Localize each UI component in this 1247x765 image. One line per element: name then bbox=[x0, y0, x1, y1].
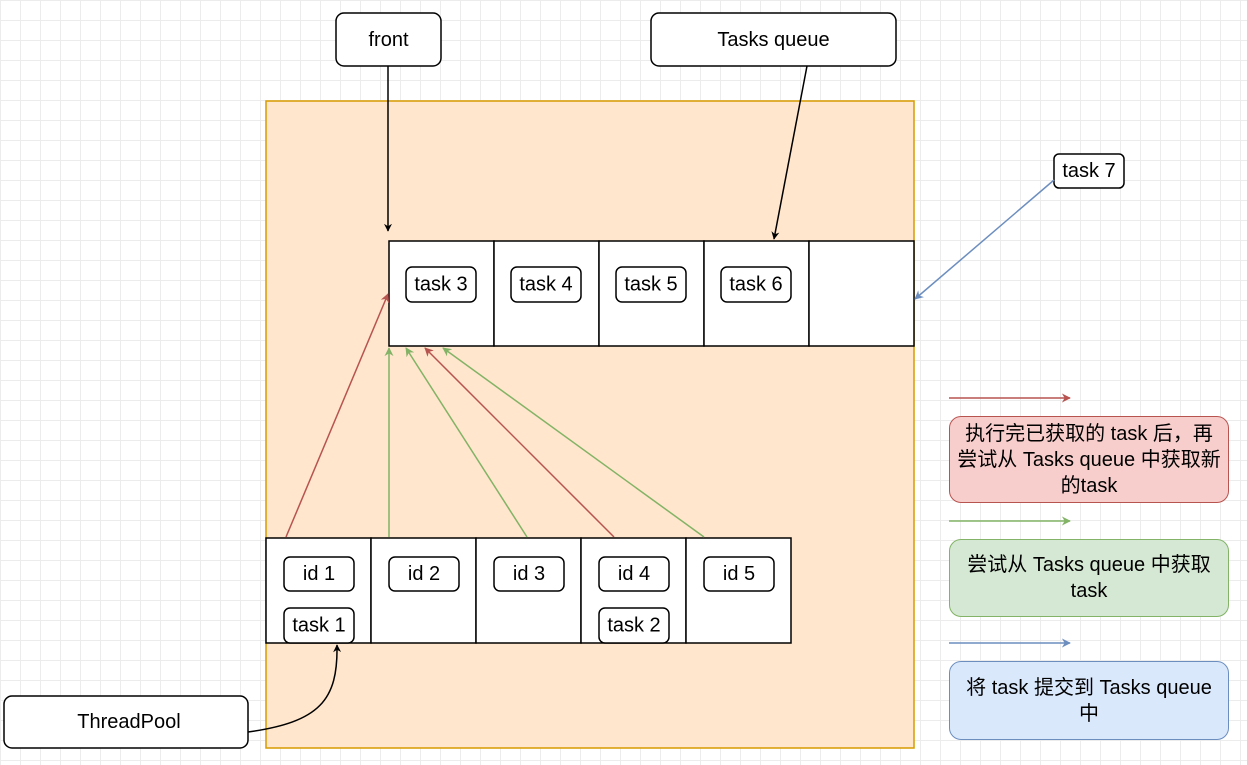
queue-task-5: task 5 bbox=[615, 266, 687, 303]
submit-task-7-arrow bbox=[914, 179, 1055, 300]
svg-text:id 5: id 5 bbox=[723, 563, 755, 585]
thread-1-fetch-arrow bbox=[285, 293, 390, 538]
svg-text:task 3: task 3 bbox=[414, 274, 467, 296]
thread-4-fetch-arrow bbox=[424, 347, 615, 538]
legend-fetch-after-finish-text: 执行完已获取的 task 后，再尝试从 Tasks queue 中获取新的tas… bbox=[957, 422, 1221, 497]
queue-task-4: task 4 bbox=[510, 266, 582, 303]
queue-slot bbox=[808, 240, 915, 347]
svg-text:task 1: task 1 bbox=[292, 615, 345, 637]
svg-text:id 1: id 1 bbox=[303, 563, 335, 585]
svg-text:task 4: task 4 bbox=[519, 274, 572, 296]
queue-task-6: task 6 bbox=[720, 266, 792, 303]
thread-5-try-arrow bbox=[442, 347, 705, 538]
legend-submit-task: 将 task 提交到 Tasks queue 中 bbox=[949, 661, 1229, 740]
svg-text:front: front bbox=[368, 29, 408, 51]
thread-4-task: task 2 bbox=[598, 607, 670, 644]
svg-text:task 6: task 6 bbox=[729, 274, 782, 296]
svg-text:id 3: id 3 bbox=[513, 563, 545, 585]
svg-text:id 2: id 2 bbox=[408, 563, 440, 585]
thread-pool-container bbox=[265, 100, 915, 749]
svg-text:task 7: task 7 bbox=[1062, 160, 1115, 182]
svg-text:task 5: task 5 bbox=[624, 274, 677, 296]
task-queue: task 3 task 4 task 5 task 6 bbox=[388, 240, 915, 347]
incoming-task-label: task 7 bbox=[1053, 153, 1125, 189]
svg-text:task 2: task 2 bbox=[607, 615, 660, 637]
threadpool-label: ThreadPool bbox=[3, 695, 249, 749]
thread-list: id 1 id 2 id 3 id 4 id 5 task 1 task 2 bbox=[265, 537, 792, 644]
legend-try-fetch-text: 尝试从 Tasks queue 中获取 task bbox=[967, 554, 1211, 602]
thread-1-task: task 1 bbox=[283, 607, 355, 644]
legend-try-fetch: 尝试从 Tasks queue 中获取 task bbox=[949, 539, 1229, 617]
threadpool-to-task1-arrow bbox=[247, 644, 342, 733]
thread-id-5: id 5 bbox=[703, 556, 775, 592]
svg-text:ThreadPool: ThreadPool bbox=[77, 711, 180, 733]
tasks-queue-label: Tasks queue bbox=[650, 12, 897, 67]
svg-text:Tasks queue: Tasks queue bbox=[717, 29, 829, 51]
svg-text:id 4: id 4 bbox=[618, 563, 650, 585]
thread-id-1: id 1 bbox=[283, 556, 355, 592]
thread-id-2: id 2 bbox=[388, 556, 460, 592]
thread-id-4: id 4 bbox=[598, 556, 670, 592]
legend-submit-task-text: 将 task 提交到 Tasks queue 中 bbox=[966, 676, 1212, 725]
queue-task-3: task 3 bbox=[405, 266, 477, 303]
tasks-queue-pointer-arrow bbox=[771, 65, 808, 240]
thread-3-try-arrow bbox=[405, 347, 528, 538]
thread-id-3: id 3 bbox=[493, 556, 565, 592]
legend-fetch-after-finish: 执行完已获取的 task 后，再尝试从 Tasks queue 中获取新的tas… bbox=[949, 416, 1229, 503]
front-label: front bbox=[335, 12, 442, 67]
